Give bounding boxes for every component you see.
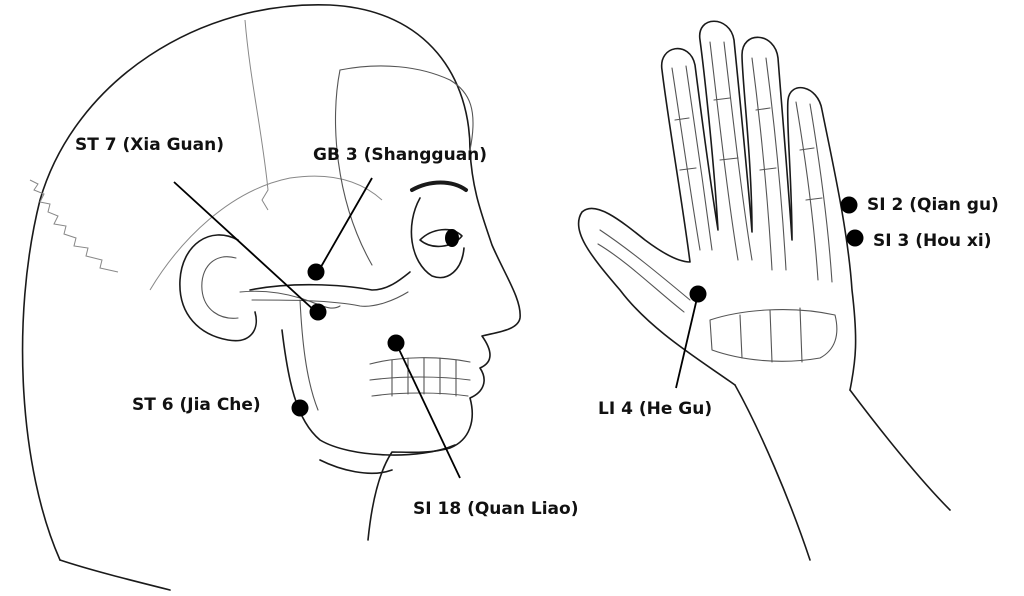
label-si18: SI 18 (Quan Liao) [413, 499, 578, 519]
point-st7 [309, 303, 327, 321]
temporal-fossa [334, 69, 373, 266]
leader-st7 [173, 181, 317, 313]
point-si18 [387, 334, 405, 352]
squamous-suture [149, 175, 383, 291]
point-st6 [291, 399, 309, 417]
label-st6: ST 6 (Jia Che) [132, 395, 261, 415]
hand-illustration [577, 20, 951, 561]
label-st7: ST 7 (Xia Guan) [75, 135, 224, 155]
forearm-radial [734, 384, 811, 561]
ear [179, 234, 257, 342]
coronal-suture [244, 19, 269, 211]
eye-orbit [410, 197, 465, 279]
point-li4 [689, 285, 707, 303]
label-si3: SI 3 (Hou xi) [873, 231, 992, 251]
eyebrow [410, 180, 468, 192]
leader-li4 [675, 293, 699, 389]
head-outline [21, 4, 521, 561]
hand-bones [597, 41, 838, 363]
label-si2: SI 2 (Qian gu) [867, 195, 999, 215]
leader-gb3 [317, 177, 373, 273]
label-gb3: GB 3 (Shangguan) [313, 145, 487, 165]
neck-front [319, 459, 393, 474]
point-si3 [846, 229, 864, 247]
mandible [281, 329, 456, 456]
leader-si18 [395, 342, 461, 479]
temporal-line [339, 65, 474, 151]
eye [419, 228, 463, 248]
forearm-ulnar [849, 389, 951, 511]
lambdoid-suture [29, 179, 119, 273]
point-gb3 [307, 263, 325, 281]
point-si2 [840, 196, 858, 214]
hand-outline [577, 20, 857, 391]
point-labels: ST 7 (Xia Guan) GB 3 (Shangguan) ST 6 (J… [75, 135, 999, 519]
label-li4: LI 4 (He Gu) [598, 399, 712, 419]
zygomatic-lower [251, 291, 409, 307]
ear-inner [201, 256, 239, 319]
leader-lines [173, 177, 699, 479]
neck-back [59, 559, 171, 591]
zygomatic-arch [249, 271, 411, 291]
mandible-ramus [299, 299, 319, 411]
eye-pupil [445, 229, 459, 247]
acupoint-markers [291, 196, 864, 417]
teeth [369, 357, 471, 397]
